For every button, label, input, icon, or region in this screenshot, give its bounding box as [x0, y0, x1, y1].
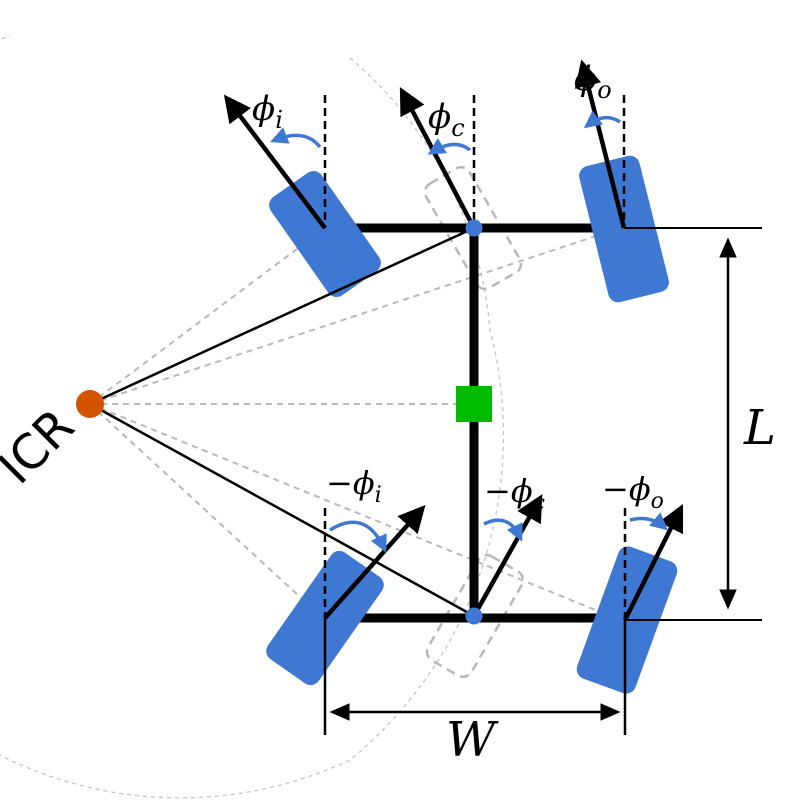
angle-arcs — [270, 110, 668, 553]
length-label: L — [743, 400, 776, 456]
neg-phi-i-arc — [329, 520, 387, 553]
reference-lines-top — [323, 95, 626, 228]
phi-c-label: ϕc — [428, 97, 465, 142]
icr-to-rear-center — [89, 402, 475, 618]
turning-circle — [0, 34, 505, 799]
phi-c-arc — [427, 138, 472, 155]
neg-phi-c-arc — [483, 518, 523, 542]
rear-center-joint — [465, 607, 483, 625]
icr-point — [76, 390, 104, 418]
phi-o-arc — [583, 110, 621, 129]
front-inner-wheel — [269, 170, 381, 298]
front-outer-heading-arrow — [574, 59, 627, 229]
front-center-heading-arrow — [399, 87, 476, 230]
icr-label: ICR — [0, 398, 85, 495]
width-label: W — [446, 712, 499, 768]
front-inner-heading-arrow — [223, 94, 327, 230]
front-center-joint — [465, 219, 483, 237]
rear-inner-heading-arrow — [323, 504, 426, 620]
neg-phi-o-arc — [629, 512, 668, 531]
phi-i-label: ϕi — [252, 89, 283, 134]
rear-outer-heading-arrow — [622, 503, 684, 622]
phi-i-arc — [270, 127, 322, 149]
icr-guide-lines — [89, 227, 621, 621]
heading-arrows — [223, 59, 684, 622]
phi-o-label: ϕo — [574, 59, 612, 104]
neg-phi-c-label: −ϕc — [484, 472, 545, 516]
reference-lines-bottom — [323, 505, 627, 735]
neg-phi-o-label: −ϕo — [602, 470, 664, 514]
center-of-mass-marker — [456, 386, 492, 422]
rear-center-heading-arrow — [472, 494, 543, 618]
icr-to-front-center — [89, 226, 475, 406]
neg-phi-i-label: −ϕi — [326, 464, 382, 508]
